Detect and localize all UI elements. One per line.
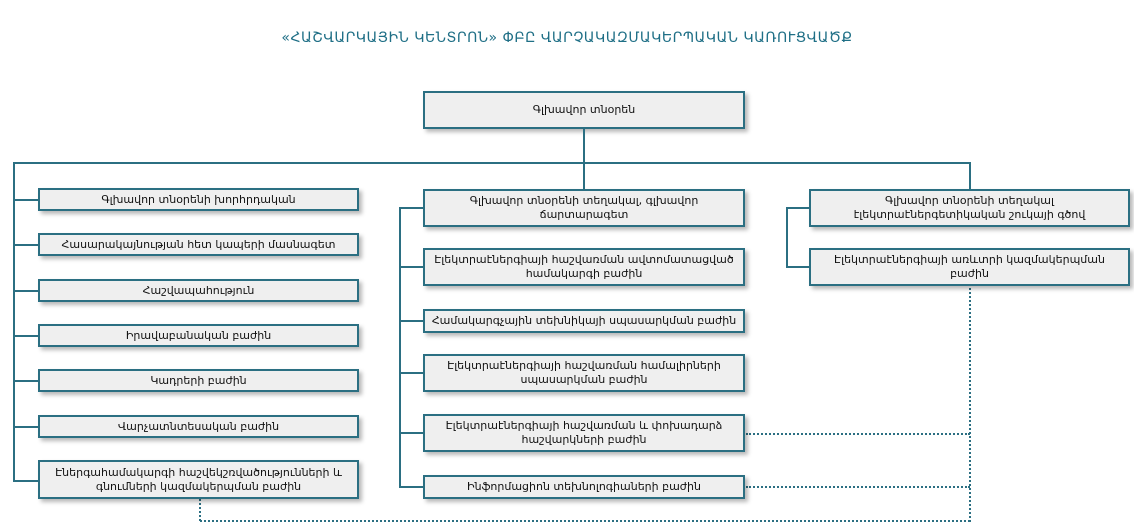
connector-left-trunk	[13, 162, 15, 482]
box-left-2: Հասարակայնության հետ կապերի մասնագետ	[38, 233, 359, 256]
box-general-director: Գլխավոր տնօրեն	[423, 91, 745, 129]
box-mid-5: Ինֆորմացիոն տեխնոլոգիաների բաժին	[423, 475, 745, 499]
box-right-1: Էլեկտրաէներգիայի առևտրի կազմակերպման բաժ…	[809, 248, 1130, 286]
box-left-2-label: Հասարակայնության հետ կապերի մասնագետ	[61, 237, 336, 251]
box-mid-head-label: Գլխավոր տնօրենի տեղակալ, գլխավոր ճարտարա…	[469, 194, 699, 221]
box-left-3: Հաշվապահություն	[38, 279, 359, 302]
connector-left-2	[13, 244, 38, 246]
connector-mid-0	[399, 207, 423, 209]
connector-mid-3	[399, 372, 423, 374]
chart-title: «ՀԱՇՎԱՐԿԱՅԻՆ ԿԵՆՏՐՈՆ» ՓԲԸ ՎԱՐՉԱԿԱԶՄԱԿԵՐՊ…	[281, 30, 853, 46]
connector-left-4	[13, 335, 38, 337]
box-left-5-label: Կադրերի բաժին	[150, 373, 247, 387]
dotted-to-mid-5	[746, 486, 970, 488]
connector-mid-trunk	[399, 207, 401, 488]
box-right-head-label: Գլխավոր տնօրենի տեղակալ էլեկտրաէներգետիկ…	[853, 194, 1086, 221]
connector-mid-5	[399, 486, 423, 488]
box-left-6: Վարչատնտեսական բաժին	[38, 415, 359, 438]
box-general-director-label: Գլխավոր տնօրեն	[532, 103, 636, 116]
box-left-7: Էներգահամակարգի հաշվեկշռվածությունների և…	[38, 460, 359, 499]
box-left-1-label: Գլխավոր տնօրենի խորհրդական	[101, 192, 296, 206]
box-left-3-label: Հաշվապահություն	[142, 283, 255, 297]
connector-left-6	[13, 426, 38, 428]
box-right-1-label: Էլեկտրաէներգիայի առևտրի կազմակերպման բաժ…	[834, 253, 1105, 280]
connector-mid-drop	[583, 162, 585, 189]
box-mid-4: Էլեկտրաէներգիայի հաշվառման և փոխադարձ հա…	[423, 414, 745, 452]
dotted-right-vertical	[969, 288, 971, 522]
box-mid-2-label: Համակարգչային տեխնիկայի սպասարկման բաժին	[431, 314, 737, 327]
box-mid-3-label: Էլեկտրաէներգիայի հաշվառման համալիրների ս…	[447, 359, 721, 386]
box-mid-4-label: Էլեկտրաէներգիայի հաշվառման և փոխադարձ հա…	[445, 419, 723, 446]
connector-right-0	[786, 207, 809, 209]
box-left-5: Կադրերի բաժին	[38, 369, 359, 392]
dotted-to-mid-4	[746, 433, 970, 435]
box-right-head: Գլխավոր տնօրենի տեղակալ էլեկտրաէներգետիկ…	[809, 189, 1130, 227]
connector-right-drop	[969, 162, 971, 189]
box-mid-1-label: Էլեկտրաէներգիայի հաշվառման ավտոմատացված …	[434, 253, 734, 280]
box-mid-head: Գլխավոր տնօրենի տեղակալ, գլխավոր ճարտարա…	[423, 189, 745, 227]
box-left-1: Գլխավոր տնօրենի խորհրդական	[38, 188, 359, 211]
box-left-4: Իրավաբանական բաժին	[38, 324, 359, 347]
box-left-4-label: Իրավաբանական բաժին	[125, 328, 272, 342]
connector-right-1	[786, 266, 809, 268]
connector-right-trunk	[786, 207, 788, 268]
connector-mid-2	[399, 320, 423, 322]
box-mid-3: Էլեկտրաէներգիայի հաշվառման համալիրների ս…	[423, 354, 745, 392]
connector-left-5	[13, 380, 38, 382]
connector-director-down	[583, 129, 585, 164]
dotted-bottom	[200, 520, 970, 522]
box-left-6-label: Վարչատնտեսական բաժին	[117, 419, 280, 433]
box-mid-2: Համակարգչային տեխնիկայի սպասարկման բաժին	[423, 309, 745, 333]
connector-mid-4	[399, 432, 423, 434]
connector-left-7	[13, 480, 38, 482]
connector-main-horizontal	[13, 162, 971, 164]
dotted-left-up	[199, 499, 201, 521]
box-mid-1: Էլեկտրաէներգիայի հաշվառման ավտոմատացված …	[423, 248, 745, 286]
connector-left-1	[13, 199, 38, 201]
connector-left-3	[13, 290, 38, 292]
connector-mid-1	[399, 266, 423, 268]
box-left-7-label: Էներգահամակարգի հաշվեկշռվածությունների և…	[55, 465, 342, 493]
box-mid-5-label: Ինֆորմացիոն տեխնոլոգիաների բաժին	[467, 480, 701, 493]
